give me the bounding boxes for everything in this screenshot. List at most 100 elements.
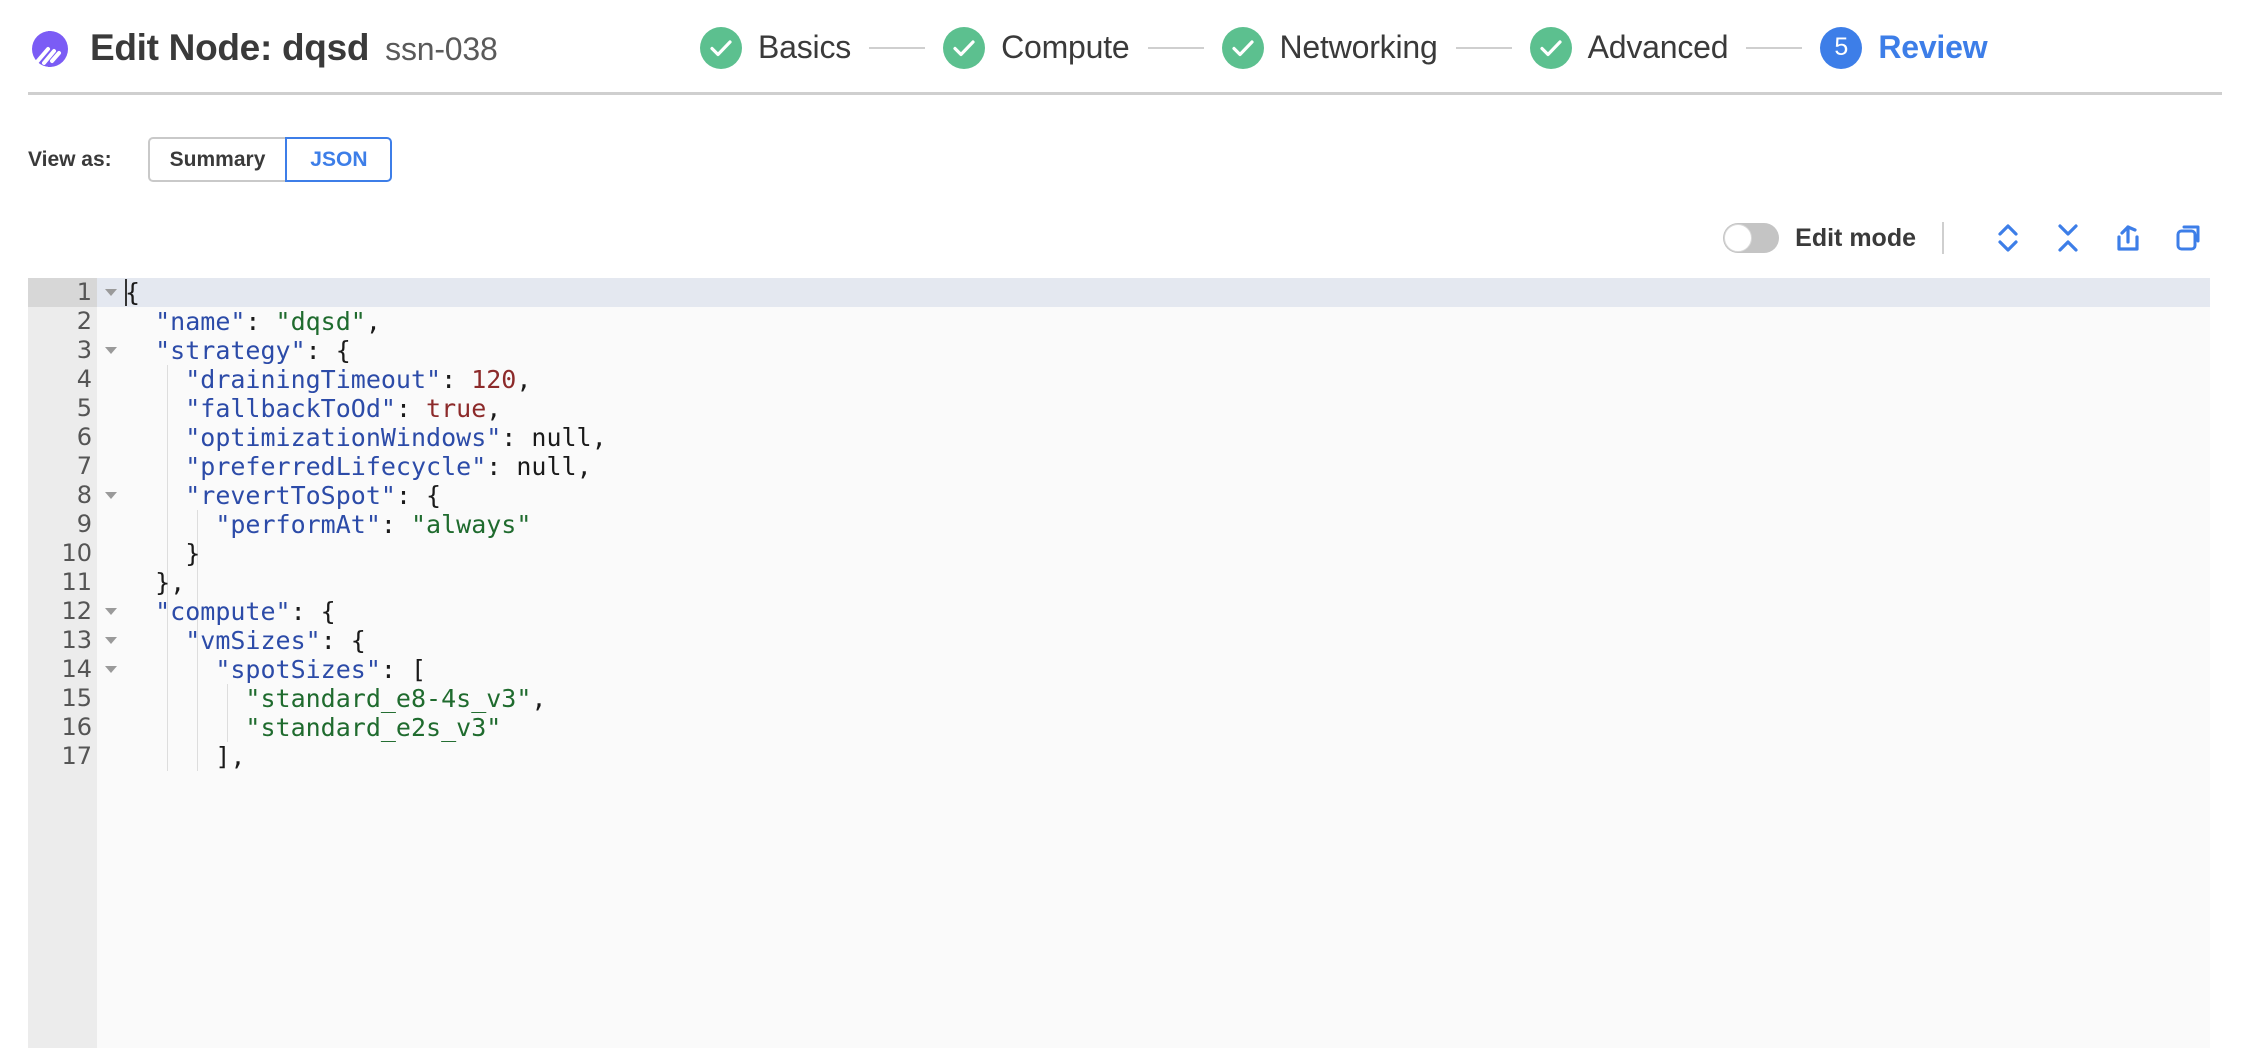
view-as-row: View as: Summary JSON: [0, 137, 2250, 182]
code-line[interactable]: 16 "standard_e2s_v3": [28, 713, 2210, 742]
code-text: "drainingTimeout": 120,: [185, 365, 532, 394]
check-icon: [943, 26, 986, 69]
fold-spacer: [97, 394, 125, 423]
fold-spacer: [97, 365, 125, 394]
step-connector: [1746, 46, 1803, 49]
code-text: "name": "dqsd",: [155, 307, 381, 336]
chevron-down-icon: [105, 666, 117, 673]
line-number: 6: [76, 423, 92, 451]
stepper-step-label: Networking: [1279, 29, 1438, 65]
line-number: 3: [76, 336, 92, 364]
stepper-step-label: Advanced: [1587, 29, 1729, 65]
fold-spacer: [97, 452, 125, 481]
line-number: 16: [61, 713, 92, 741]
line-number: 17: [61, 742, 92, 770]
export-icon[interactable]: [2106, 218, 2150, 258]
fold-spacer: [97, 423, 125, 452]
fold-toggle-icon[interactable]: [97, 336, 125, 365]
stepper-step-networking[interactable]: Networking: [1221, 26, 1438, 69]
code-line[interactable]: 13 "vmSizes": {: [28, 626, 2210, 655]
fold-spacer: [97, 684, 125, 713]
code-line[interactable]: 14 "spotSizes": [: [28, 655, 2210, 684]
chevron-down-icon: [105, 347, 117, 354]
fold-toggle-icon[interactable]: [97, 481, 125, 510]
code-text: "revertToSpot": {: [185, 481, 442, 510]
edit-mode-toggle[interactable]: [1723, 223, 1780, 253]
view-as-segmented-control[interactable]: Summary JSON: [147, 137, 393, 182]
code-text: "strategy": {: [155, 336, 351, 365]
code-text: ],: [215, 742, 246, 771]
chevron-down-icon: [105, 608, 117, 615]
line-number: 5: [76, 394, 92, 422]
wizard-stepper: Basics Compute Networking Advanced 5 Review: [690, 0, 1988, 95]
stepper-step-basics[interactable]: Basics: [700, 26, 852, 69]
edit-mode-toggle-knob: [1724, 224, 1753, 252]
line-number: 11: [61, 568, 92, 596]
stepper-step-label: Review: [1878, 29, 1988, 65]
code-line[interactable]: 2 "name": "dqsd",: [28, 307, 2210, 336]
code-line[interactable]: 11 },: [28, 568, 2210, 597]
fold-toggle-icon[interactable]: [97, 278, 125, 307]
fold-toggle-icon[interactable]: [97, 655, 125, 684]
edit-mode-label: Edit mode: [1795, 223, 1916, 252]
stepper-step-label: Basics: [758, 29, 852, 65]
stepper-step-compute[interactable]: Compute: [943, 26, 1130, 69]
code-line[interactable]: 5 "fallbackToOd": true,: [28, 394, 2210, 423]
line-number: 10: [61, 539, 92, 567]
line-number: 15: [61, 684, 92, 712]
code-line[interactable]: 8 "revertToSpot": {: [28, 481, 2210, 510]
brand-block: Edit Node: dqsd ssn-038: [28, 27, 498, 69]
expand-all-icon[interactable]: [1986, 218, 2030, 258]
view-as-option-json[interactable]: JSON: [285, 137, 393, 182]
code-line[interactable]: 7 "preferredLifecycle": null,: [28, 452, 2210, 481]
page-title: Edit Node: dqsd: [90, 26, 370, 68]
step-connector: [1455, 46, 1512, 49]
stepper-step-advanced[interactable]: Advanced: [1529, 26, 1729, 69]
line-number: 13: [61, 626, 92, 654]
stepper-step-label: Compute: [1001, 29, 1130, 65]
copy-icon[interactable]: [2166, 218, 2210, 258]
fold-toggle-icon[interactable]: [97, 626, 125, 655]
fold-spacer: [97, 307, 125, 336]
code-line[interactable]: 3 "strategy": {: [28, 336, 2210, 365]
step-number-badge: 5: [1820, 26, 1863, 69]
collapse-all-icon[interactable]: [2046, 218, 2090, 258]
check-icon: [700, 26, 742, 69]
line-number: 8: [76, 481, 92, 509]
chevron-down-icon: [105, 637, 117, 644]
line-number: 9: [76, 510, 92, 538]
code-text: "spotSizes": [: [215, 655, 427, 684]
code-line[interactable]: 15 "standard_e8-4s_v3",: [28, 684, 2210, 713]
view-as-option-summary[interactable]: Summary: [147, 137, 286, 182]
code-text: "vmSizes": {: [185, 626, 366, 655]
app-header: Edit Node: dqsd ssn-038 Basics Compute Net…: [0, 0, 2250, 95]
editor-toolbar: Edit mode: [0, 218, 2250, 258]
fold-toggle-icon[interactable]: [97, 597, 125, 626]
code-line[interactable]: 17 ],: [28, 742, 2210, 771]
json-editor[interactable]: 1{2 "name": "dqsd",3 "strategy": {4 "dra…: [28, 278, 2210, 1048]
editor-code-area[interactable]: 1{2 "name": "dqsd",3 "strategy": {4 "dra…: [28, 278, 2210, 771]
line-number: 4: [76, 365, 92, 393]
code-text: },: [155, 568, 186, 597]
view-as-label: View as:: [28, 147, 112, 171]
code-text: "fallbackToOd": true,: [185, 394, 502, 423]
code-line[interactable]: 1{: [28, 278, 2210, 307]
header-divider: [28, 92, 2222, 95]
code-text: "standard_e2s_v3": [245, 713, 502, 742]
check-icon: [1221, 26, 1264, 69]
line-number: 2: [76, 307, 92, 335]
line-number: 1: [28, 278, 97, 307]
indent-guide: [227, 684, 229, 742]
code-line[interactable]: 12 "compute": {: [28, 597, 2210, 626]
stepper-step-review[interactable]: 5 Review: [1820, 26, 1988, 69]
step-connector: [1147, 46, 1204, 49]
code-text: "preferredLifecycle": null,: [185, 452, 592, 481]
code-line[interactable]: 10 }: [28, 539, 2210, 568]
chevron-down-icon: [105, 289, 117, 296]
code-line[interactable]: 6 "optimizationWindows": null,: [28, 423, 2210, 452]
code-line[interactable]: 9 "performAt": "always": [28, 510, 2210, 539]
node-id-label: ssn-038: [385, 30, 498, 67]
code-text: "standard_e8-4s_v3",: [245, 684, 547, 713]
code-text: }: [185, 539, 201, 568]
code-line[interactable]: 4 "drainingTimeout": 120,: [28, 365, 2210, 394]
